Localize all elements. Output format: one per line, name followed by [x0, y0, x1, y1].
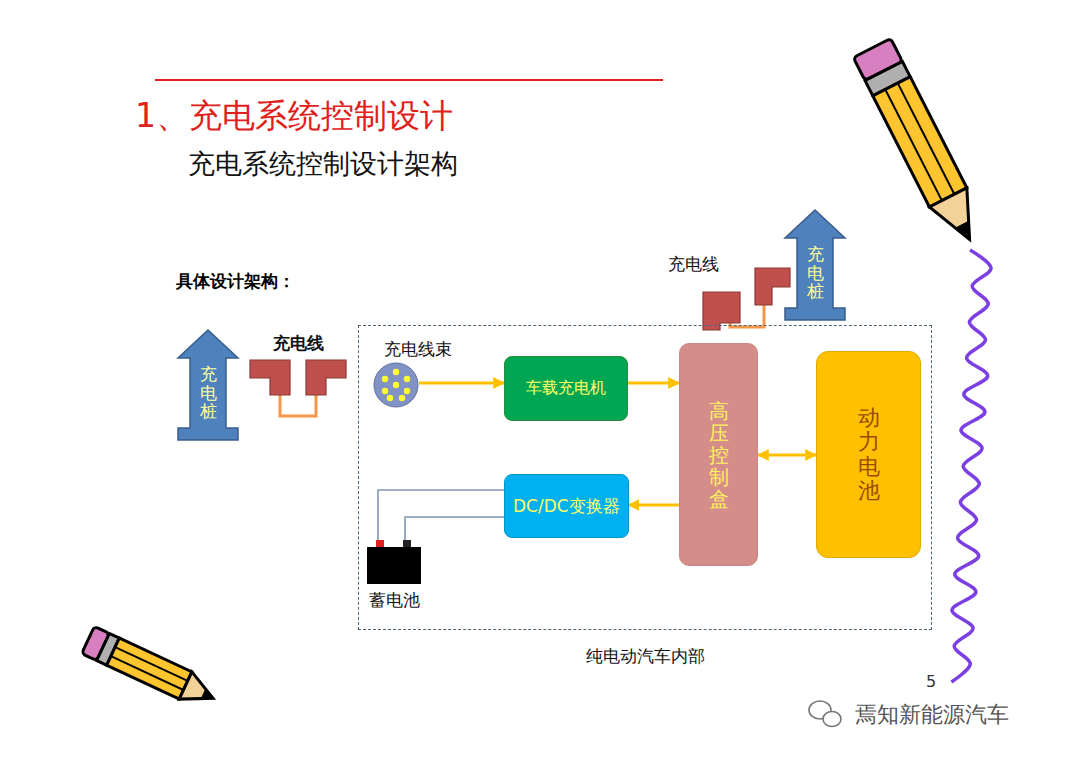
node-label: 充电桩	[200, 365, 217, 421]
node-label: 高压控制盒	[709, 400, 729, 510]
charging-pile: 充电桩	[178, 330, 238, 440]
battery-pack: 动力电池	[816, 351, 921, 558]
battery-12v: 蓄电池	[365, 539, 423, 612]
wechat-icon	[809, 701, 841, 727]
charging-cable: 充电线	[248, 332, 348, 424]
section-heading: 具体设计架构：	[176, 270, 295, 293]
node-label: 充电桩	[807, 245, 824, 301]
flow-arrow	[628, 382, 679, 385]
node-label: 纯电动汽车内部	[359, 645, 931, 668]
harness-connector: 充电线束	[371, 338, 471, 410]
flow-arrow	[419, 382, 504, 385]
slide-subtitle: 充电系统控制设计架构	[188, 146, 458, 182]
battery-icon	[366, 539, 422, 585]
node-label: 充电线束	[371, 338, 471, 361]
pencil-icon	[82, 626, 220, 712]
page-number: 5	[926, 672, 936, 691]
node-label: 车载充电机	[526, 378, 606, 399]
node-label: 充电线	[668, 253, 793, 276]
watermark: 焉知新能源汽车	[855, 700, 1009, 730]
flow-arrow	[629, 504, 679, 507]
node-label: DC/DC变换器	[513, 495, 620, 518]
wire	[405, 517, 504, 541]
node-label: 动力电池	[858, 406, 880, 503]
flow-arrow	[758, 454, 816, 457]
pencil-icon	[853, 38, 988, 249]
node-label: 蓄电池	[369, 589, 420, 612]
squiggle-line	[951, 250, 991, 682]
charging-pile: 充电桩	[785, 210, 845, 320]
wire	[378, 490, 504, 541]
connector-plug-face	[373, 362, 419, 408]
title-rule	[155, 79, 663, 81]
slide-title: 1、充电系统控制设计	[135, 94, 453, 139]
process-box: 车载充电机	[504, 356, 628, 421]
process-box: 高压控制盒	[679, 343, 758, 566]
charging-cable: 充电线	[668, 253, 793, 333]
process-box: DC/DC变换器	[504, 474, 629, 538]
node-label: 充电线	[248, 332, 348, 355]
vehicle-boundary: 充电线束车载充电机高压控制盒动力电池DC/DC变换器蓄电池纯电动汽车内部	[358, 325, 932, 630]
